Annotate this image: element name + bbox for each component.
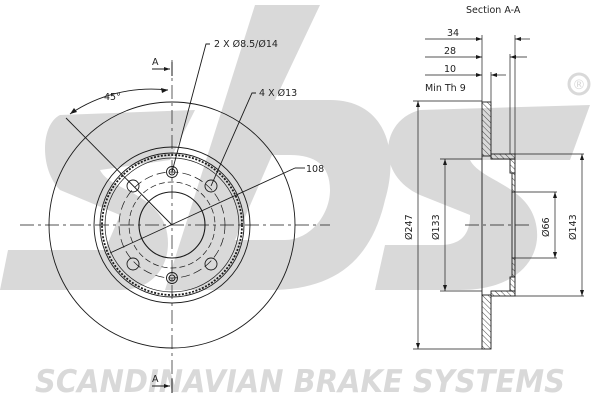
- angle-label: 45°: [104, 92, 121, 103]
- registered-mark: ®: [573, 78, 586, 93]
- dim-outer-diameter: Ø247: [404, 214, 415, 240]
- pcd-callout: 108: [306, 164, 324, 175]
- dim-overall-height: 34: [447, 28, 459, 39]
- section-marker-bottom: A: [152, 374, 159, 385]
- sbs-watermark-logo: [0, 5, 591, 290]
- section-marker-top: A: [152, 57, 159, 68]
- dim-hat-inner-diameter: Ø133: [431, 214, 442, 240]
- dim-hat-height: 28: [444, 46, 456, 57]
- section-title: Section A-A: [466, 5, 521, 16]
- brand-watermark-text: SCANDINAVIAN BRAKE SYSTEMS: [35, 364, 565, 400]
- front-view-arrows: [70, 67, 170, 388]
- small-holes-callout: 2 X Ø8.5/Ø14: [214, 39, 278, 50]
- dim-center-bore: Ø66: [541, 217, 552, 237]
- dim-disc-thickness: 10: [444, 64, 456, 75]
- front-view: [20, 43, 330, 393]
- dim-min-thickness: Min Th 9: [425, 83, 466, 94]
- large-holes-callout: 4 X Ø13: [259, 88, 297, 99]
- dim-hat-outer-diameter: Ø143: [568, 214, 579, 240]
- section-view-arrows: [416, 37, 584, 349]
- section-view: [413, 35, 584, 350]
